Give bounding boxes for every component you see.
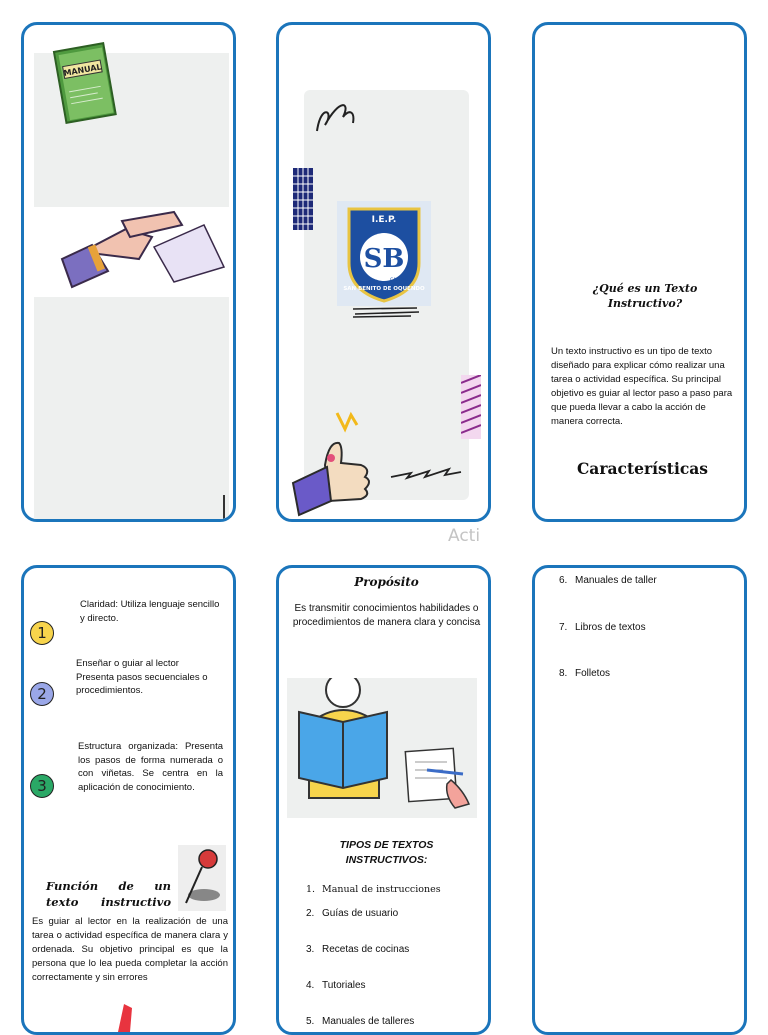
zigzag-doodle-icon — [390, 467, 462, 480]
feature-number-3-icon: 3 — [30, 774, 54, 798]
logo-ring-text: SAN BENITO DE OQUENDO — [343, 286, 425, 292]
type-item: 3. Recetas de cocinas — [306, 944, 409, 955]
school-logo: I.E.P. SB SAN BENITO DE OQUENDO CALLAO — [337, 201, 431, 306]
striped-pattern-icon — [461, 375, 481, 439]
type-item: 5. Manuales de talleres — [306, 1016, 414, 1027]
type-number: 1. — [306, 884, 316, 895]
logo-initials: SB — [364, 244, 405, 274]
reading-person-illustration — [287, 678, 477, 818]
logo-sub-text: CALLAO — [390, 277, 408, 283]
type-label: Manual de instrucciones — [322, 884, 441, 895]
pushpin-icon — [178, 845, 226, 911]
type-label: Tutoriales — [322, 980, 366, 991]
type-label: Manuales de talleres — [322, 1016, 415, 1027]
type-item: 1. Manual de instrucciones — [306, 884, 441, 895]
definition-text: Un texto instructivo es un tipo de texto… — [551, 346, 733, 427]
feature-text-2: Enseñar o guiar al lector Presenta pasos… — [76, 658, 208, 696]
type-number: 5. — [306, 1016, 315, 1027]
type-number: 6. — [559, 575, 568, 586]
type-number: 3. — [306, 944, 315, 955]
type-number: 7. — [559, 622, 568, 633]
panel-types-continued: 6.Manuales de taller 7.Libros de textos … — [532, 565, 747, 1035]
panel-cover-center: I.E.P. SB SAN BENITO DE OQUENDO CALLAO — [276, 22, 491, 522]
type-label: Recetas de cocinas — [322, 944, 410, 955]
squiggle-doodle-icon — [316, 104, 355, 132]
function-title: Función de un texto instructivo — [46, 879, 171, 909]
type-number: 8. — [559, 668, 568, 679]
manual-book-icon: MANUAL — [52, 42, 117, 124]
grid-pattern-icon — [293, 168, 313, 230]
type-item: 7. Libros de textos — [559, 622, 646, 633]
type-item: 6. Manuales de taller — [559, 575, 657, 586]
type-item: 8. Folletos — [559, 668, 610, 679]
question-title: ¿Qué es un Texto Instructivo? — [592, 282, 698, 310]
panel-purpose: Propósito Es transmitir conocimientos ha… — [276, 565, 491, 1035]
feature-number-2-icon: 2 — [30, 682, 54, 706]
feature-text-3: Estructura organizada: Presenta los paso… — [78, 741, 223, 793]
type-label: Libros de textos — [575, 622, 646, 633]
thumbs-up-icon — [291, 411, 370, 517]
type-label: Folletos — [575, 668, 611, 679]
red-figure-icon — [118, 1004, 132, 1032]
watermark-text: Acti — [448, 526, 481, 546]
doodle-mark-icon — [223, 495, 225, 519]
panel-definition: ¿Qué es un Texto Instructivo? Un texto i… — [532, 22, 747, 522]
features-heading: Características — [576, 459, 709, 478]
type-label: Guías de usuario — [322, 908, 399, 919]
type-item: 4. Tutoriales — [306, 980, 366, 991]
type-item: 2. Guías de usuario — [306, 908, 398, 919]
purpose-text: Es transmitir conocimientos habilidades … — [292, 603, 481, 628]
logo-top-text: I.E.P. — [372, 215, 397, 225]
types-title: TIPOS DE TEXTOS INSTRUCTIVOS: — [339, 839, 434, 866]
purpose-title: Propósito — [354, 575, 419, 589]
panel-cover-left: MANUAL — [21, 22, 236, 522]
underline-doodle-icon — [352, 307, 420, 318]
type-number: 4. — [306, 980, 315, 991]
function-text: Es guiar al lector en la realización de … — [32, 916, 228, 983]
panel-features: 1 Claridad: Utiliza lenguaje sencillo y … — [21, 565, 236, 1035]
hand-illustration — [34, 207, 229, 297]
feature-number-1-icon: 1 — [30, 621, 54, 645]
feature-text-1: Claridad: Utiliza lenguaje sencillo y di… — [80, 599, 220, 624]
type-label: Manuales de taller — [575, 575, 657, 586]
type-number: 2. — [306, 908, 315, 919]
